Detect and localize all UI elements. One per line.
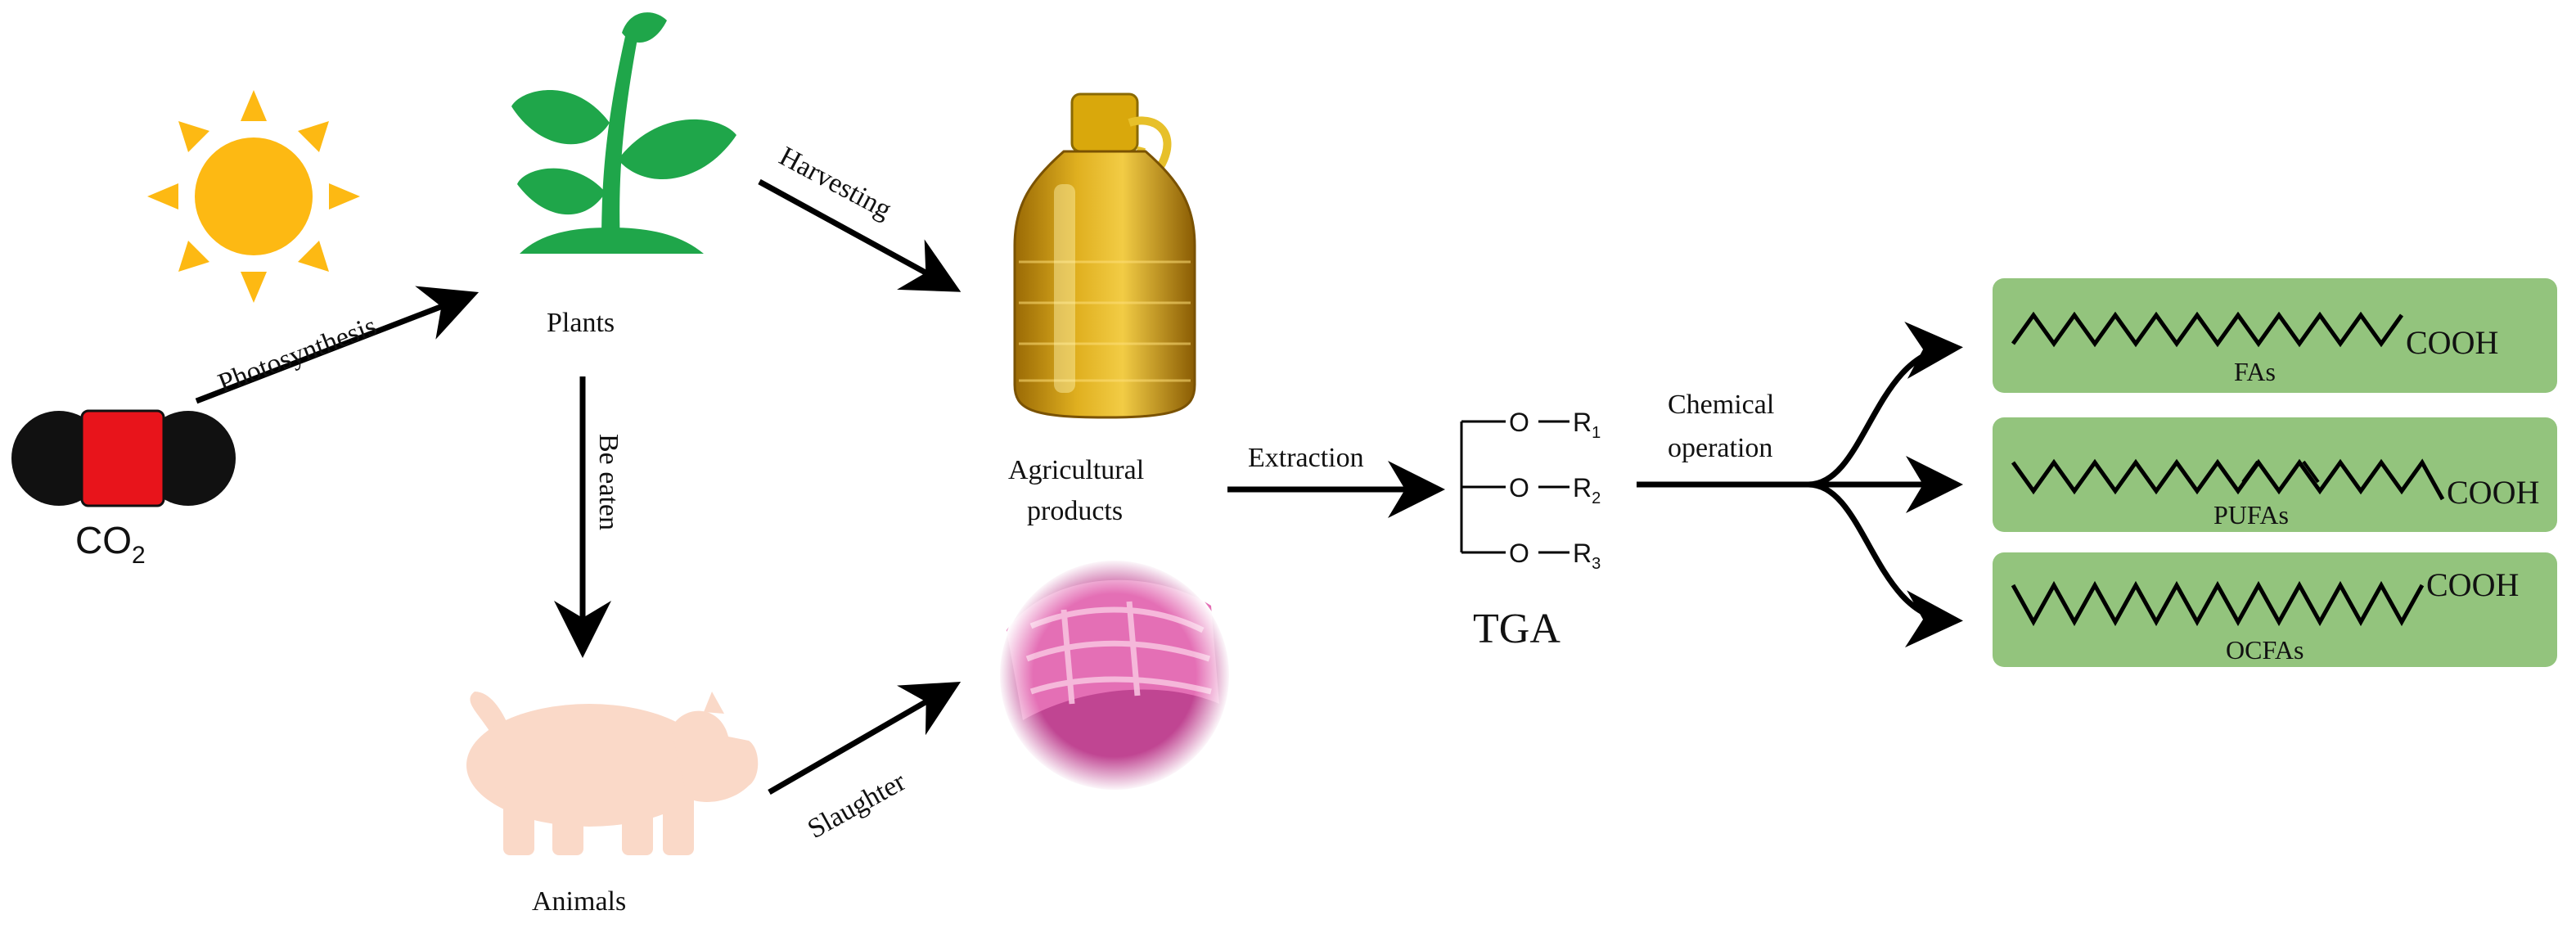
tga-structure: O R1 O R2 O R3 [1460,408,1601,573]
agricultural-products-label-line2: products [1027,496,1123,526]
pig-icon [466,692,759,855]
ocfas-label: OCFAs [2226,635,2304,665]
product-box-pufas: COOH PUFAs [1993,417,2557,532]
tga-o1: O [1509,408,1529,437]
ocfas-cooh: COOH [2426,566,2519,603]
tga-label: TGA [1473,606,1560,652]
slaughter-label: Slaughter [803,766,911,845]
co2-label: CO2 [75,519,146,569]
photosynthesis-arrow [195,286,480,404]
photosynthesis-label: Photosynthesis [214,311,381,399]
harvesting-label: Harvesting [774,141,896,225]
tga-r1: R1 [1573,408,1601,442]
tga-o2: O [1509,473,1529,503]
plant-icon [511,12,736,254]
agricultural-products-label-line1: Agricultural [1008,455,1144,485]
tga-o3: O [1509,539,1529,568]
extraction-label: Extraction [1248,443,1364,473]
oil-bottle-icon [1013,92,1196,419]
animals-label: Animals [532,886,626,917]
chemical-operation-arrows [1637,322,1963,648]
product-box-fas: COOH FAs [1993,278,2557,393]
tga-r2: R2 [1573,473,1601,507]
plants-label: Plants [547,308,615,338]
co2-molecule-icon [11,409,236,507]
chemical-operation-label-line2: operation [1668,433,1772,463]
pufas-label: PUFAs [2213,500,2289,530]
pufas-cooh: COOH [2447,474,2539,511]
slaughter-arrow [768,682,961,796]
chemical-operation-label-line1: Chemical [1668,390,1774,420]
sun-icon [147,90,360,303]
be-eaten-label: Be eaten [593,434,624,530]
harvesting-arrow [758,178,961,292]
fas-cooh: COOH [2406,324,2498,361]
product-box-ocfas: COOH OCFAs [1993,552,2557,667]
meat-icon [998,559,1231,791]
fas-label: FAs [2234,357,2276,386]
tga-r3: R3 [1573,539,1601,573]
